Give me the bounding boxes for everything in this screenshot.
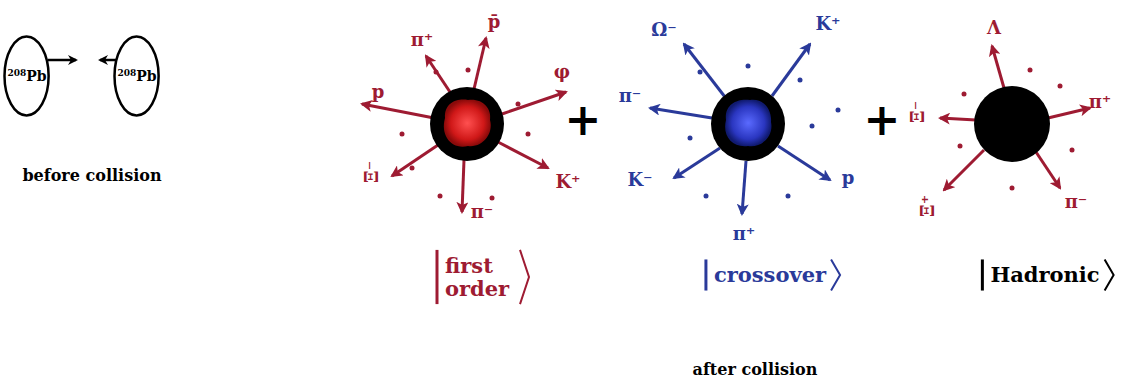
nucleus-ellipse: 208Pb: [113, 35, 160, 117]
particle-label: p̄: [488, 12, 501, 32]
stage-caption: after collision: [693, 361, 818, 379]
element-symbol: Pb: [26, 68, 46, 84]
particle-label: K⁺: [815, 14, 840, 34]
fireball-core: [725, 100, 771, 147]
particle-dots: [958, 68, 1075, 191]
particle-label: p: [372, 82, 385, 102]
stage-caption: before collision: [22, 167, 161, 185]
particle-label: Ξ⁻: [908, 101, 928, 123]
element-symbol: Pb: [136, 68, 156, 84]
particle-label: π⁺: [733, 224, 756, 244]
fireball-shell: [974, 86, 1050, 162]
particle-label: π⁺: [1089, 92, 1112, 112]
particle-label: π⁺: [411, 30, 434, 50]
particle-label: Ξ⁻: [362, 161, 382, 183]
particle-label: π⁻: [619, 86, 642, 106]
particle-label: K⁻: [627, 170, 652, 190]
particle-tracks: [940, 46, 1090, 190]
ket-label: crossover: [714, 263, 826, 286]
plus-sign: +: [565, 96, 602, 144]
ket-label: Hadronic: [990, 263, 1099, 286]
fireball-shell: [711, 87, 785, 161]
fireball-core: [444, 100, 491, 147]
ket-label: first order: [445, 254, 515, 300]
nucleus-symbol: 208Pb: [117, 68, 156, 84]
particle-label: π⁻: [1065, 192, 1088, 212]
mass-number: 208: [7, 68, 26, 78]
plus-sign: +: [864, 96, 901, 144]
particle-label: π⁻: [471, 202, 494, 222]
particle-label: Λ: [987, 18, 1001, 38]
particle-label: Ω⁻: [651, 20, 677, 40]
particle-tracks: [650, 44, 830, 214]
nucleus-symbol: 208Pb: [7, 68, 46, 84]
particle-tracks: [362, 38, 566, 212]
beam-arrow: [48, 59, 76, 62]
fireball-shell: [430, 87, 504, 161]
nucleus-ellipse: 208Pb: [3, 35, 50, 117]
particle-label: p: [842, 168, 855, 188]
particle-label: K⁺: [555, 172, 580, 192]
particle-dots: [688, 64, 841, 199]
particle-dots: [400, 68, 531, 201]
particle-label: φ: [554, 62, 570, 82]
particle-label: Ξ⁺: [918, 195, 938, 217]
mass-number: 208: [117, 68, 136, 78]
